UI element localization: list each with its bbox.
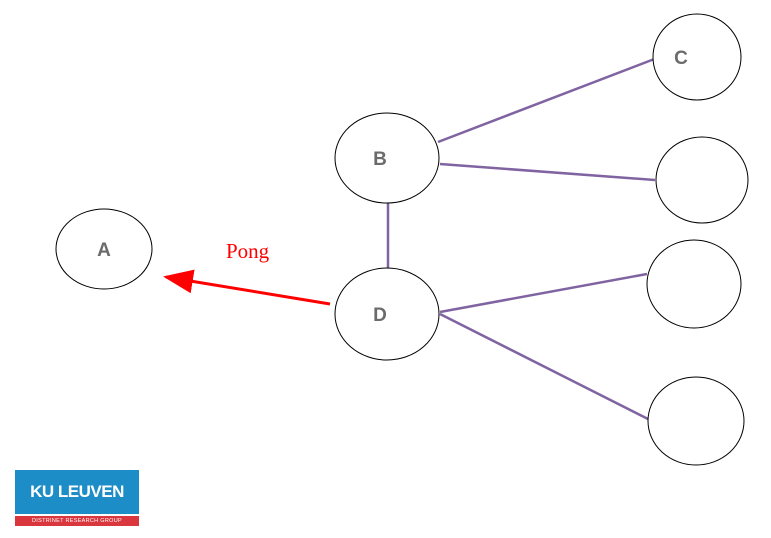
node-d: [334, 267, 440, 361]
node-a-label: A: [97, 240, 111, 261]
pong-label: Pong: [226, 239, 270, 263]
node-right-1: [655, 136, 749, 224]
pong-arrow: [163, 269, 331, 306]
node-c-label: C: [674, 48, 688, 69]
edge-b-node-right-1: [439, 162, 656, 182]
node-d-label: D: [373, 305, 387, 326]
ku-leuven-logo: KU LEUVEN DISTRINET RESEARCH GROUP: [15, 470, 139, 526]
node-c: [652, 13, 742, 101]
node-b-label: B: [373, 149, 387, 170]
edge-d-node-right-3: [439, 312, 651, 422]
node-right-3: [647, 376, 745, 466]
edge-d-node-right-2: [439, 272, 648, 314]
node-right-2: [646, 239, 742, 329]
node-a: [55, 208, 153, 290]
node-b: [334, 112, 440, 204]
logo-main-text: KU LEUVEN: [15, 470, 139, 514]
logo-sub-text: DISTRINET RESEARCH GROUP: [15, 516, 139, 526]
edge-b-c: [437, 56, 658, 144]
